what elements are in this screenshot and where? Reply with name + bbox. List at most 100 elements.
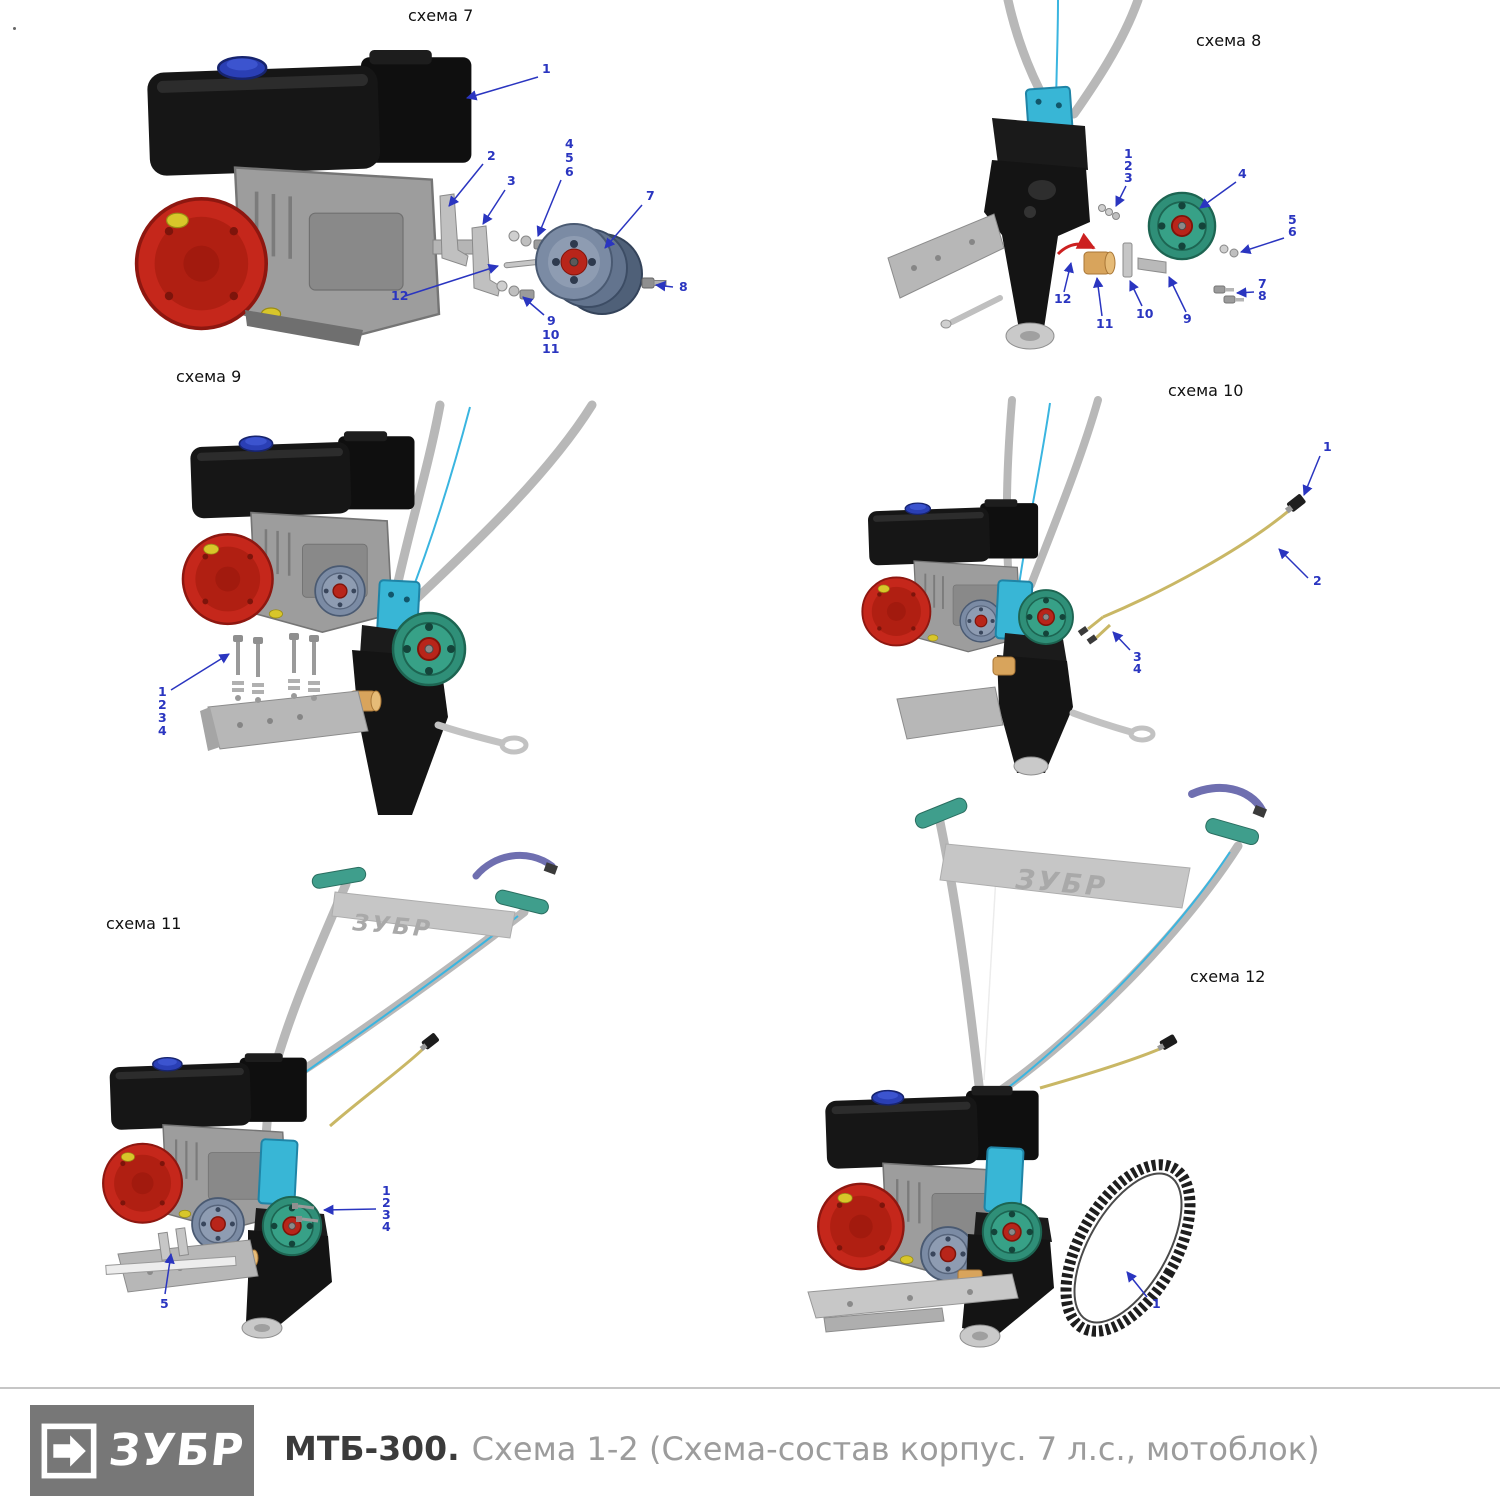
callout-label: 1: [382, 1183, 391, 1198]
callout-label: 2: [1124, 158, 1133, 173]
callout-label: 5: [1288, 212, 1297, 227]
callout-label: 4: [565, 136, 574, 151]
callout-label: 6: [565, 164, 574, 179]
washer: [520, 235, 532, 247]
handlebar: ЗУБР: [914, 784, 1268, 1147]
schema12-title: схема 12: [1190, 967, 1266, 986]
callout-label: 8: [1258, 288, 1267, 303]
callout-label: 1: [158, 684, 167, 699]
schema8-callouts: 1 2 3 4 5 6 7 8 9 10 11 12: [1054, 146, 1297, 331]
callout-label: 10: [542, 327, 560, 342]
mount-bolts: [292, 1203, 319, 1223]
callout-label: 3: [382, 1207, 391, 1222]
callout-label: 3: [507, 173, 516, 188]
bracket: [1137, 257, 1167, 274]
callout-label: 2: [487, 148, 496, 163]
pulley-bolt: [641, 277, 655, 289]
callout-label: 12: [391, 288, 408, 303]
stray-mark: [13, 27, 16, 30]
schema10-callouts: 1 2 3 4: [1112, 439, 1332, 676]
stand-rod: [949, 295, 1003, 325]
handlebar-panel: [331, 891, 516, 939]
drive-pulley: [535, 223, 643, 315]
callout-label: 7: [1258, 276, 1267, 291]
strap: [1122, 242, 1133, 278]
driven-pulley: [391, 611, 467, 687]
callout-label: 3: [158, 710, 167, 725]
schema8-title: схема 8: [1196, 31, 1262, 50]
washer: [1112, 212, 1120, 220]
schema12-panel: ЗУБР: [807, 784, 1268, 1348]
callout-label: 1: [1152, 1296, 1161, 1311]
driven-pulley: [1147, 191, 1217, 261]
schema9-callouts: 1 2 3 4: [158, 653, 230, 738]
schema7-panel: 1 2 3 4 5 6 7 8 12 9 10 11: [134, 48, 688, 356]
callout-label: 9: [547, 313, 556, 328]
drive-belt: [1060, 1159, 1196, 1337]
callout-label: 2: [1313, 573, 1322, 588]
callout-label: 1: [1323, 439, 1332, 454]
left-grip: [311, 866, 367, 889]
gearbox: [887, 85, 1090, 350]
callout-label: 1: [1124, 146, 1133, 161]
throttle-cable: [329, 1033, 439, 1128]
footer-divider: [0, 1387, 1500, 1389]
schema11-callouts: 1 2 3 4 5: [160, 1183, 391, 1311]
callout-label: 8: [679, 279, 688, 294]
callout-label: 4: [1238, 166, 1247, 181]
washer: [508, 285, 520, 297]
washer: [1229, 248, 1239, 258]
schema11-panel: ЗУБР: [102, 851, 559, 1339]
washer: [496, 280, 508, 292]
model-number: МТБ-300.: [284, 1429, 460, 1468]
handlebar: ЗУБР: [261, 851, 559, 1141]
right-grip: [1205, 818, 1260, 846]
frame: [200, 690, 369, 751]
cable-end-fitting: [1086, 634, 1098, 645]
schema10-title: схема 10: [1168, 381, 1244, 400]
zubr-logo-text: ЗУБР: [105, 1425, 247, 1476]
callout-label: 9: [1183, 311, 1192, 326]
callout-label: 3: [1124, 170, 1133, 185]
parts-diagram-canvas: 1 2 3 4 5 6 7 8 12 9 10 11: [102, 0, 1332, 1348]
frame: [896, 686, 1004, 740]
throttle-knob: [1157, 1034, 1178, 1051]
callout-label: 5: [160, 1296, 169, 1311]
schema10-panel: 1 2 3 4: [861, 396, 1332, 776]
handlebar: [389, 400, 597, 606]
bracket-strap: [439, 193, 469, 267]
left-grip: [914, 797, 968, 829]
washer: [1098, 204, 1106, 212]
schema-caption: Схема 1-2 (Схема-состав корпус. 7 л.с., …: [471, 1430, 1320, 1468]
bushing: [992, 656, 1016, 676]
handlebar: [1002, 396, 1102, 589]
schema9-panel: 1 2 3 4: [158, 400, 597, 815]
gearbox: [997, 633, 1156, 776]
callout-label: 6: [1288, 224, 1297, 239]
schema7-callouts: 1 2 3 4 5 6 7 8 12 9 10 11: [391, 61, 688, 356]
throttle-cable: [1077, 494, 1306, 645]
red-pointer-arrow: [1056, 232, 1096, 256]
zubr-logo-icon: [41, 1423, 96, 1478]
depth-lever: [434, 721, 506, 747]
schema12-callouts: 1: [1126, 1271, 1161, 1311]
bolt: [1223, 295, 1236, 304]
frame: [807, 1273, 1019, 1333]
bolt: [1213, 285, 1226, 294]
engine-mount-plate: [887, 213, 1005, 299]
handlebar-panel: [939, 843, 1191, 909]
pulley-parts: [1056, 191, 1244, 304]
callout-label: 1: [542, 61, 551, 76]
cable-end-fitting: [1077, 626, 1089, 637]
washer: [1219, 244, 1229, 254]
callout-label: 7: [646, 188, 655, 203]
bolt: [519, 289, 535, 300]
engine-assembly: [134, 48, 485, 346]
schema8-panel: 1 2 3 4 5 6 7 8 9 10 11 12: [887, 0, 1297, 350]
callout-label: 3: [1133, 649, 1142, 664]
callout-label: 2: [158, 697, 167, 712]
exploded-parts: [439, 193, 667, 315]
schema9-title: схема 9: [176, 367, 242, 386]
output-hub: [1013, 756, 1049, 776]
mount-bracket-cyan: [257, 1138, 299, 1206]
